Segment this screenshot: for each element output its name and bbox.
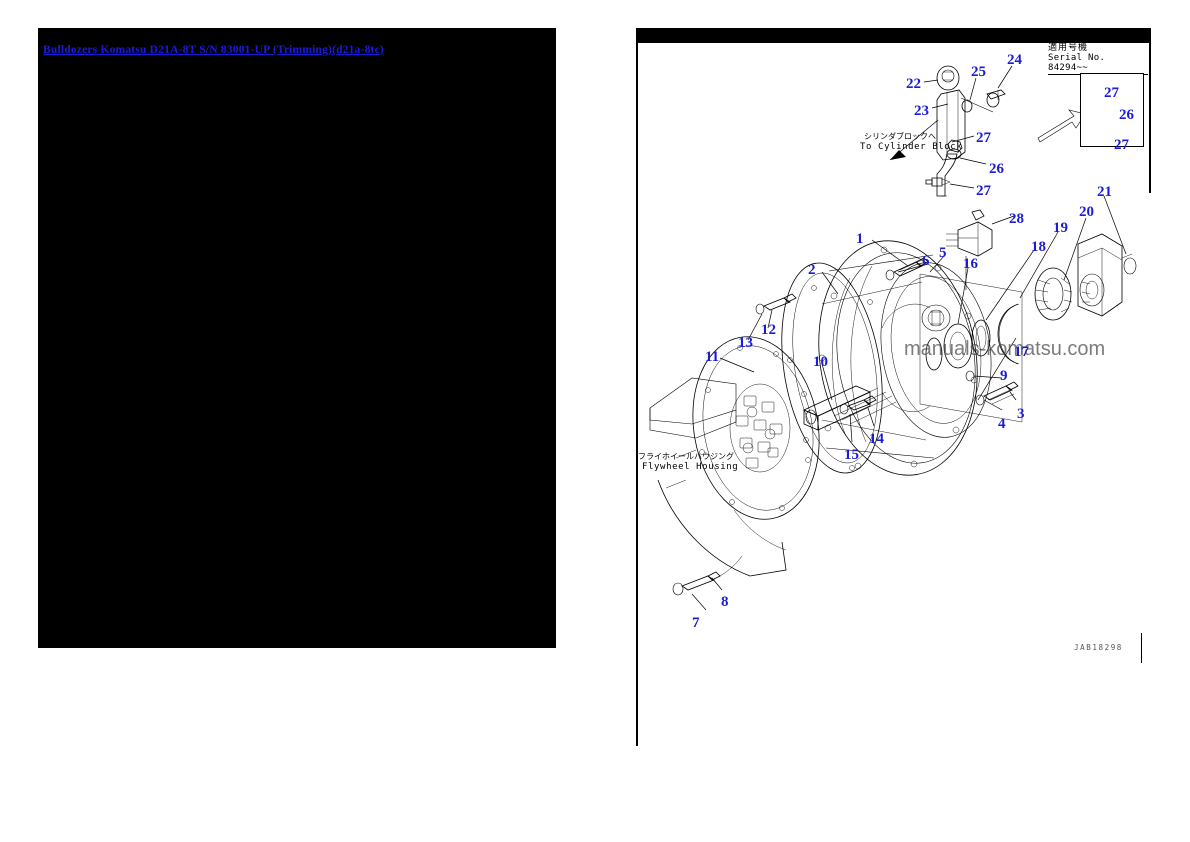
coupling-hub: [803, 385, 897, 431]
flywheel-housing-label-jp: フライホイールハウジング: [638, 452, 734, 461]
drawing-code: JAB18298: [1074, 643, 1123, 652]
callout-17: 17: [1014, 344, 1029, 360]
callout-5: 5: [939, 245, 947, 261]
to-cylinder-block-label-jp: シリンダブロックへ: [864, 132, 936, 141]
callout-4: 4: [998, 416, 1006, 432]
callout-26: 26: [989, 161, 1004, 177]
bolt-14: [839, 395, 877, 415]
callout-27d: 27: [1114, 137, 1129, 153]
callout-15: 15: [844, 447, 859, 463]
bolt-5: [885, 257, 929, 281]
flywheel-housing-label-en: Flywheel Housing: [642, 462, 739, 472]
page-header-band: [636, 28, 1151, 43]
serial-note-en: Serial No. 84294~~: [1048, 53, 1148, 75]
flywheel-housing-illustration: 適用号機 Serial No. 84294~~ シリンダブロックへ To Cyl…: [636, 28, 1151, 746]
callout-24: 24: [1007, 52, 1022, 68]
callout-6: 6: [922, 253, 930, 269]
callout-10: 10: [813, 354, 828, 370]
callout-14: 14: [869, 431, 884, 447]
pump-body: [1077, 233, 1137, 317]
callout-2: 2: [808, 262, 816, 278]
callout-27c: 27: [1104, 85, 1119, 101]
drawing-code-rule: [1141, 633, 1142, 663]
callout-16: 16: [963, 256, 978, 272]
callout-20: 20: [1079, 204, 1094, 220]
washer-9: [965, 370, 975, 382]
gasket-ring: [781, 262, 883, 474]
bolt-12: [755, 293, 797, 315]
flywheel-housing-body: [818, 240, 992, 476]
callout-9: 9: [1000, 368, 1008, 384]
flywheel-disc: [692, 336, 820, 520]
document-title-link[interactable]: Bulldozers Komatsu D21A-8T S/N 83001-UP …: [43, 44, 384, 56]
callout-leader-lines: [691, 65, 1127, 611]
page-left-rule: [636, 43, 638, 746]
callout-8: 8: [721, 594, 729, 610]
callout-18: 18: [1031, 239, 1046, 255]
callout-27b: 27: [976, 183, 991, 199]
drive-gear: [1034, 267, 1073, 321]
callout-7: 7: [692, 615, 700, 631]
callout-19: 19: [1053, 220, 1068, 236]
upper-tube-assembly: [889, 65, 1006, 161]
callout-21: 21: [1097, 184, 1112, 200]
engine-block-outline: [649, 377, 787, 577]
callout-13: 13: [738, 335, 753, 351]
serial-number-note: 適用号機 Serial No. 84294~~: [1048, 40, 1148, 75]
callout-27: 27: [976, 130, 991, 146]
callout-1: 1: [856, 231, 864, 247]
to-cylinder-block-label-en: To Cylinder Block: [860, 142, 963, 152]
callout-3: 3: [1017, 406, 1025, 422]
callout-28: 28: [1009, 211, 1024, 227]
valve-fitting: [946, 209, 993, 290]
elbow-pipe-assembly: [925, 139, 963, 197]
callout-22: 22: [906, 76, 921, 92]
document-preview-panel: Bulldozers Komatsu D21A-8T S/N 83001-UP …: [38, 28, 556, 648]
serial-note-jp: 適用号機: [1048, 43, 1089, 53]
callout-12: 12: [761, 322, 776, 338]
page-right-rule: [1149, 43, 1151, 193]
callout-23: 23: [914, 103, 929, 119]
inset-detail-frame: [1080, 73, 1144, 147]
seal-bearing-stack: [919, 273, 1023, 423]
bolt-7: [672, 555, 743, 596]
callout-26b: 26: [1119, 107, 1134, 123]
watermark-text: manuals-komatsu.com: [904, 338, 1106, 360]
callout-11: 11: [705, 349, 720, 365]
illustration-linework: [649, 65, 1137, 611]
parts-diagram-panel: 適用号機 Serial No. 84294~~ シリンダブロックへ To Cyl…: [636, 28, 1151, 746]
callout-25: 25: [971, 64, 986, 80]
